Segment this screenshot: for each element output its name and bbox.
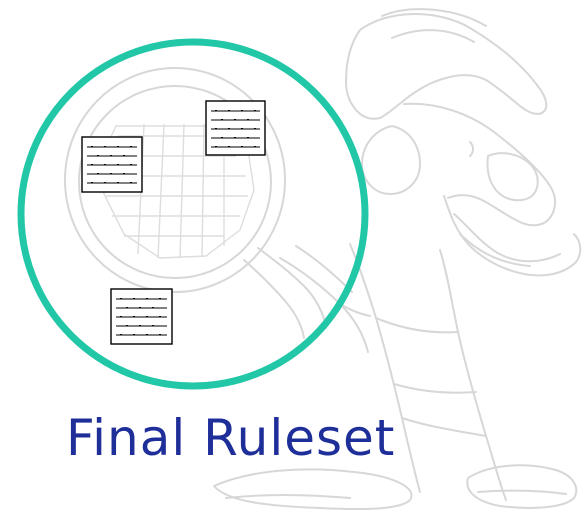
focus-ring — [21, 42, 365, 386]
rule-card-2 — [206, 101, 265, 155]
final-ruleset-caption: Final Ruleset — [66, 403, 486, 473]
rule-card-3 — [111, 289, 172, 344]
rule-card-1 — [82, 137, 142, 192]
